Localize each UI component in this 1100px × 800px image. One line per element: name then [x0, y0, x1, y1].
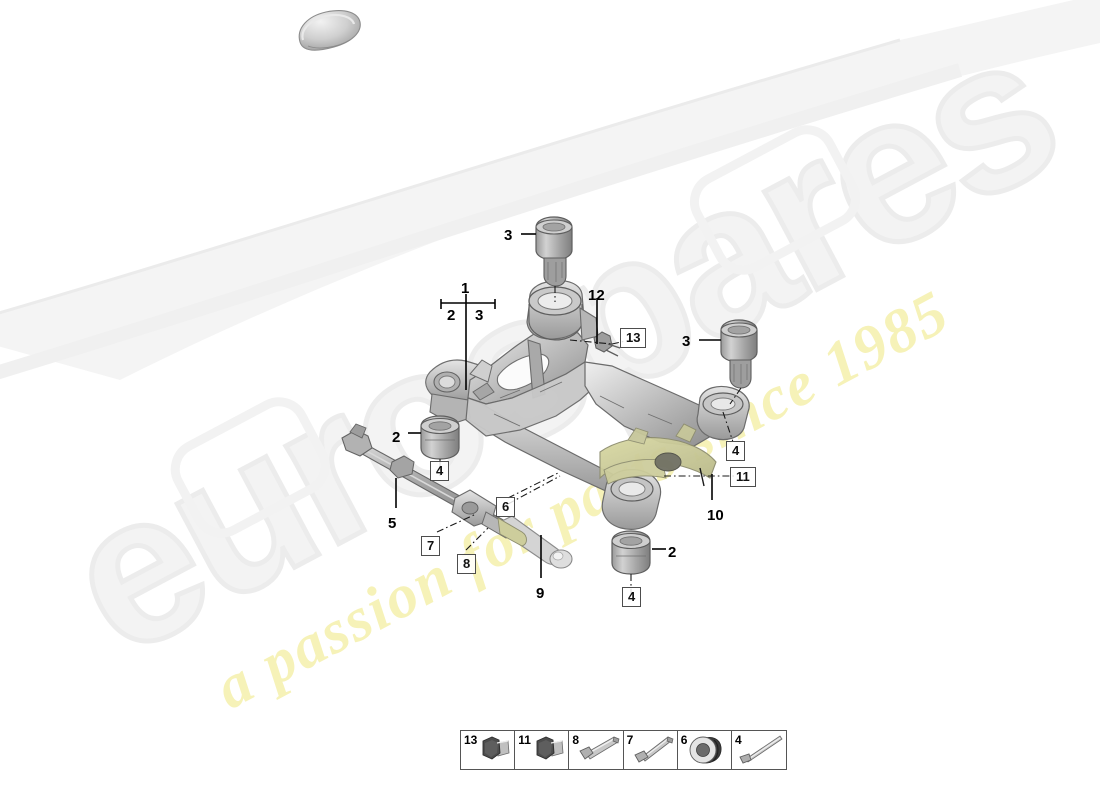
legend-num-7: 7 [626, 733, 634, 747]
callout-3-b: 3 [504, 227, 513, 244]
callout-12: 12 [588, 287, 605, 304]
part-2-bushing-right [611, 530, 651, 575]
boxed-callout-4-c: 4 [622, 587, 642, 607]
callout-1: 1 [461, 280, 470, 297]
boxed-callout-4-a: 4 [430, 461, 450, 481]
boxed-callout-8: 8 [457, 554, 477, 574]
boxed-callout-6: 6 [496, 497, 516, 517]
callout-3-a: 3 [475, 307, 484, 324]
callout-9: 9 [536, 585, 545, 602]
legend-num-11: 11 [518, 733, 531, 747]
part-12-clip [593, 331, 621, 357]
legend-cell-7: 7 [624, 731, 678, 769]
legend-cell-4: 4 [732, 731, 786, 769]
legend-num-8: 8 [572, 733, 580, 747]
flange-bolt-long-icon [579, 736, 620, 760]
callout-2-c: 2 [668, 544, 677, 561]
part-subframe-main [425, 279, 750, 530]
legend-cell-6: 6 [678, 731, 732, 769]
boxed-callout-13: 13 [620, 328, 647, 348]
bolt-very-long-thin-icon [739, 735, 783, 764]
part-top-pill [298, 10, 361, 51]
hardware-legend-strip: 13 11 8 [460, 730, 788, 770]
part-3-bushing-top [535, 216, 573, 287]
callout-10: 10 [707, 507, 724, 524]
callout-5: 5 [388, 515, 397, 532]
hex-head-bolt-short-dark-icon [536, 736, 564, 760]
callout-2-a: 2 [447, 307, 456, 324]
flange-bolt-long-thin-icon [633, 736, 673, 763]
legend-num-4: 4 [734, 733, 742, 747]
boxed-callout-4-b: 4 [726, 441, 746, 461]
part-2-bushing-left [420, 415, 460, 460]
callout-2-b: 2 [392, 429, 401, 446]
boxed-callout-11: 11 [730, 467, 756, 487]
legend-cell-8: 8 [569, 731, 624, 769]
axis-tick-11 [699, 467, 705, 487]
part-3-bushing-right [720, 319, 758, 389]
legend-cell-13: 13 [461, 731, 516, 769]
legend-num-13: 13 [464, 733, 478, 747]
part-link-joint [451, 489, 527, 547]
boxed-callout-7: 7 [421, 536, 441, 556]
callout-3-c: 3 [682, 333, 691, 350]
bushing-washer-donut-icon [689, 736, 722, 764]
hex-head-bolt-short-dark-icon [482, 736, 510, 760]
legend-num-6: 6 [680, 733, 688, 747]
leader-lines-solid [395, 233, 721, 578]
legend-cell-11: 11 [515, 731, 570, 769]
